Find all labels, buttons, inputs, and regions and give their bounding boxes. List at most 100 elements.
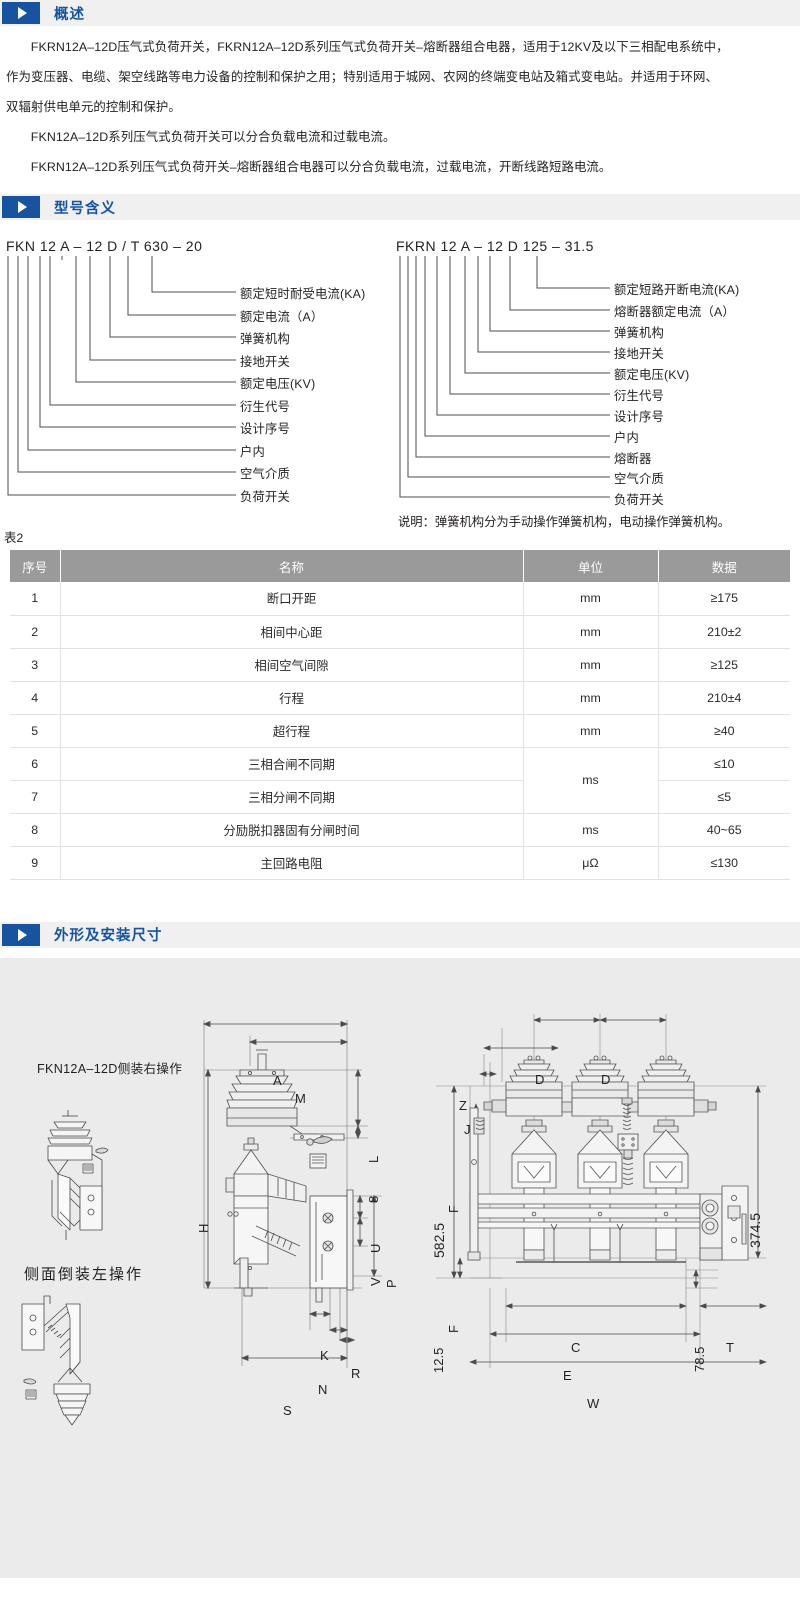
cell-unit: mm — [523, 582, 659, 616]
cell-name: 三相合闸不同期 — [60, 747, 524, 781]
play-triangle-icon — [2, 2, 40, 24]
cell-no: 5 — [10, 714, 61, 748]
overview-paragraph: FKN12A–12D系列压气式负荷开关可以分合负载电流和过载电流。 — [30, 130, 396, 144]
right-front-drawing — [436, 1013, 767, 1368]
play-triangle-icon — [2, 923, 40, 946]
model-note: 说明：弹簧机构分为手动操作弹簧机构，电动操作弹簧机构。 — [398, 515, 731, 529]
dim-L: L — [366, 1155, 381, 1163]
dim-374-5: 374.5 — [747, 1212, 763, 1248]
model-legend-right: 设计序号 — [614, 410, 664, 424]
cell-name: 超行程 — [60, 714, 524, 748]
overview-paragraph: FKRN12A–12D压气式负荷开关，FKRN12A–12D系列压气式负荷开关–… — [30, 40, 729, 54]
cell-name: 相间中心距 — [60, 615, 524, 649]
section-title-dimensions: 外形及安装尺寸 — [54, 928, 163, 944]
dim-F-upper: F — [446, 1204, 461, 1213]
model-legend-left: 弹簧机构 — [240, 332, 290, 346]
model-legend-right: 额定电压(KV) — [614, 368, 690, 382]
table-row: 7 三相分闸不同期 ≤5 — [10, 780, 790, 814]
model-legend-right: 衍生代号 — [614, 389, 664, 403]
dim-78-5: 78.5 — [692, 1346, 707, 1372]
cell-no: 3 — [10, 648, 61, 682]
model-legend-right: 负荷开关 — [614, 493, 664, 507]
model-legend-right: 熔断器额定电流（A） — [614, 305, 735, 319]
cell-data: 210±2 — [658, 615, 790, 649]
cell-unit: mm — [523, 714, 659, 748]
model-legend-right: 弹簧机构 — [614, 326, 664, 340]
drawing-label-left-operation: 侧面倒装左操作 — [24, 1265, 144, 1283]
dim-P: P — [384, 1278, 399, 1288]
model-legend-left: 户内 — [240, 445, 265, 459]
dim-C: C — [571, 1339, 581, 1355]
cell-name: 断口开距 — [60, 582, 524, 616]
cell-data: 210±4 — [658, 681, 790, 715]
dim-V: V — [368, 1276, 383, 1286]
table-header-cell: 数据 — [658, 550, 790, 582]
cell-data: ≥175 — [658, 582, 790, 616]
table-row: 2 相间中心距 mm 210±2 — [10, 615, 790, 649]
model-legend-left: 衍生代号 — [240, 400, 290, 414]
cell-data: ≤5 — [658, 780, 790, 814]
dim-Z: Z — [459, 1097, 467, 1113]
dim-N: N — [318, 1381, 328, 1397]
cell-no: 6 — [10, 747, 61, 781]
drawing-label-right-operation: FKN12A–12D侧装右操作 — [37, 1061, 183, 1076]
dim-582-5: 582.5 — [431, 1222, 447, 1258]
model-code-right: FKRN 12 A – 12 D 125 – 31.5 — [396, 238, 594, 254]
cell-no: 4 — [10, 681, 61, 715]
model-legend-right: 户内 — [614, 431, 639, 445]
cell-data: ≥40 — [658, 714, 790, 748]
dim-D-right: D — [601, 1071, 611, 1087]
spec-table: 序号 名称 单位 数据 1 断口开距 mm ≥175 2 相间中心距 mm 21… — [10, 550, 790, 880]
cell-unit: mm — [523, 681, 659, 715]
model-legend-left: 设计序号 — [240, 422, 290, 436]
dim-H: H — [196, 1223, 211, 1233]
table-row: 9 主回路电阻 μΩ ≤130 — [10, 846, 790, 880]
cell-no: 1 — [10, 582, 61, 616]
section-header-model: 型号含义 — [0, 194, 800, 220]
cell-data: 40~65 — [658, 813, 790, 847]
overview-body: FKRN12A–12D压气式负荷开关，FKRN12A–12D系列压气式负荷开关–… — [0, 26, 800, 188]
table-row: 6 三相合闸不同期 ms ≤10 — [10, 747, 790, 814]
model-designation-diagrams: FKN 12 A – 12 D / T 630 – 20 — [0, 224, 800, 529]
cell-data: ≤130 — [658, 846, 790, 880]
model-diagram-left: FKN 12 A – 12 D / T 630 – 20 — [0, 224, 392, 514]
model-leader-lines-left — [7, 256, 236, 496]
table-header-cell: 名称 — [60, 550, 524, 582]
cell-name: 相间空气间隙 — [60, 648, 524, 682]
cell-unit: mm — [523, 648, 659, 682]
model-legend-left: 额定电流（A） — [240, 310, 324, 324]
table-caption: 表2 — [4, 531, 24, 545]
play-triangle-icon — [2, 196, 40, 218]
dim-E: E — [563, 1367, 572, 1383]
model-legend-right: 空气介质 — [614, 472, 664, 486]
cell-data: ≥125 — [658, 648, 790, 682]
dim-W: W — [587, 1395, 600, 1411]
table-header-cell: 序号 — [10, 550, 61, 582]
cell-no: 8 — [10, 813, 61, 847]
cell-name: 三相分闸不同期 — [60, 780, 524, 814]
dim-T: T — [726, 1339, 734, 1355]
cell-unit: ms — [523, 813, 659, 847]
cell-unit-merged: ms — [523, 747, 659, 814]
model-leader-lines-right — [399, 256, 610, 498]
dim-A: A — [273, 1072, 282, 1088]
section-header-overview: 概述 — [0, 0, 800, 26]
cell-no: 9 — [10, 846, 61, 880]
dim-M: M — [295, 1090, 306, 1106]
table-row: 4 行程 mm 210±4 — [10, 681, 790, 715]
dim-12-5: 12.5 — [431, 1347, 446, 1373]
model-legend-left: 空气介质 — [240, 467, 290, 481]
cell-unit: mm — [523, 615, 659, 649]
cell-name: 行程 — [60, 681, 524, 715]
cell-data: ≤10 — [658, 747, 790, 781]
model-diagram-right: FKRN 12 A – 12 D 125 – 31.5 — [392, 224, 800, 529]
cell-name: 分励脱扣器固有分闸时间 — [60, 813, 524, 847]
middle-elevation-drawing — [182, 1019, 382, 1368]
cell-name: 主回路电阻 — [60, 846, 524, 880]
section-header-dimensions: 外形及安装尺寸 — [0, 921, 800, 948]
model-legend-right: 接地开关 — [614, 347, 664, 361]
model-legend-left: 额定短时耐受电流(KA) — [240, 287, 366, 301]
model-legend-right: 额定短路开断电流(KA) — [614, 283, 740, 297]
table-row: 8 分励脱扣器固有分闸时间 ms 40~65 — [10, 813, 790, 847]
model-code-left: FKN 12 A – 12 D / T 630 – 20 — [6, 238, 203, 254]
